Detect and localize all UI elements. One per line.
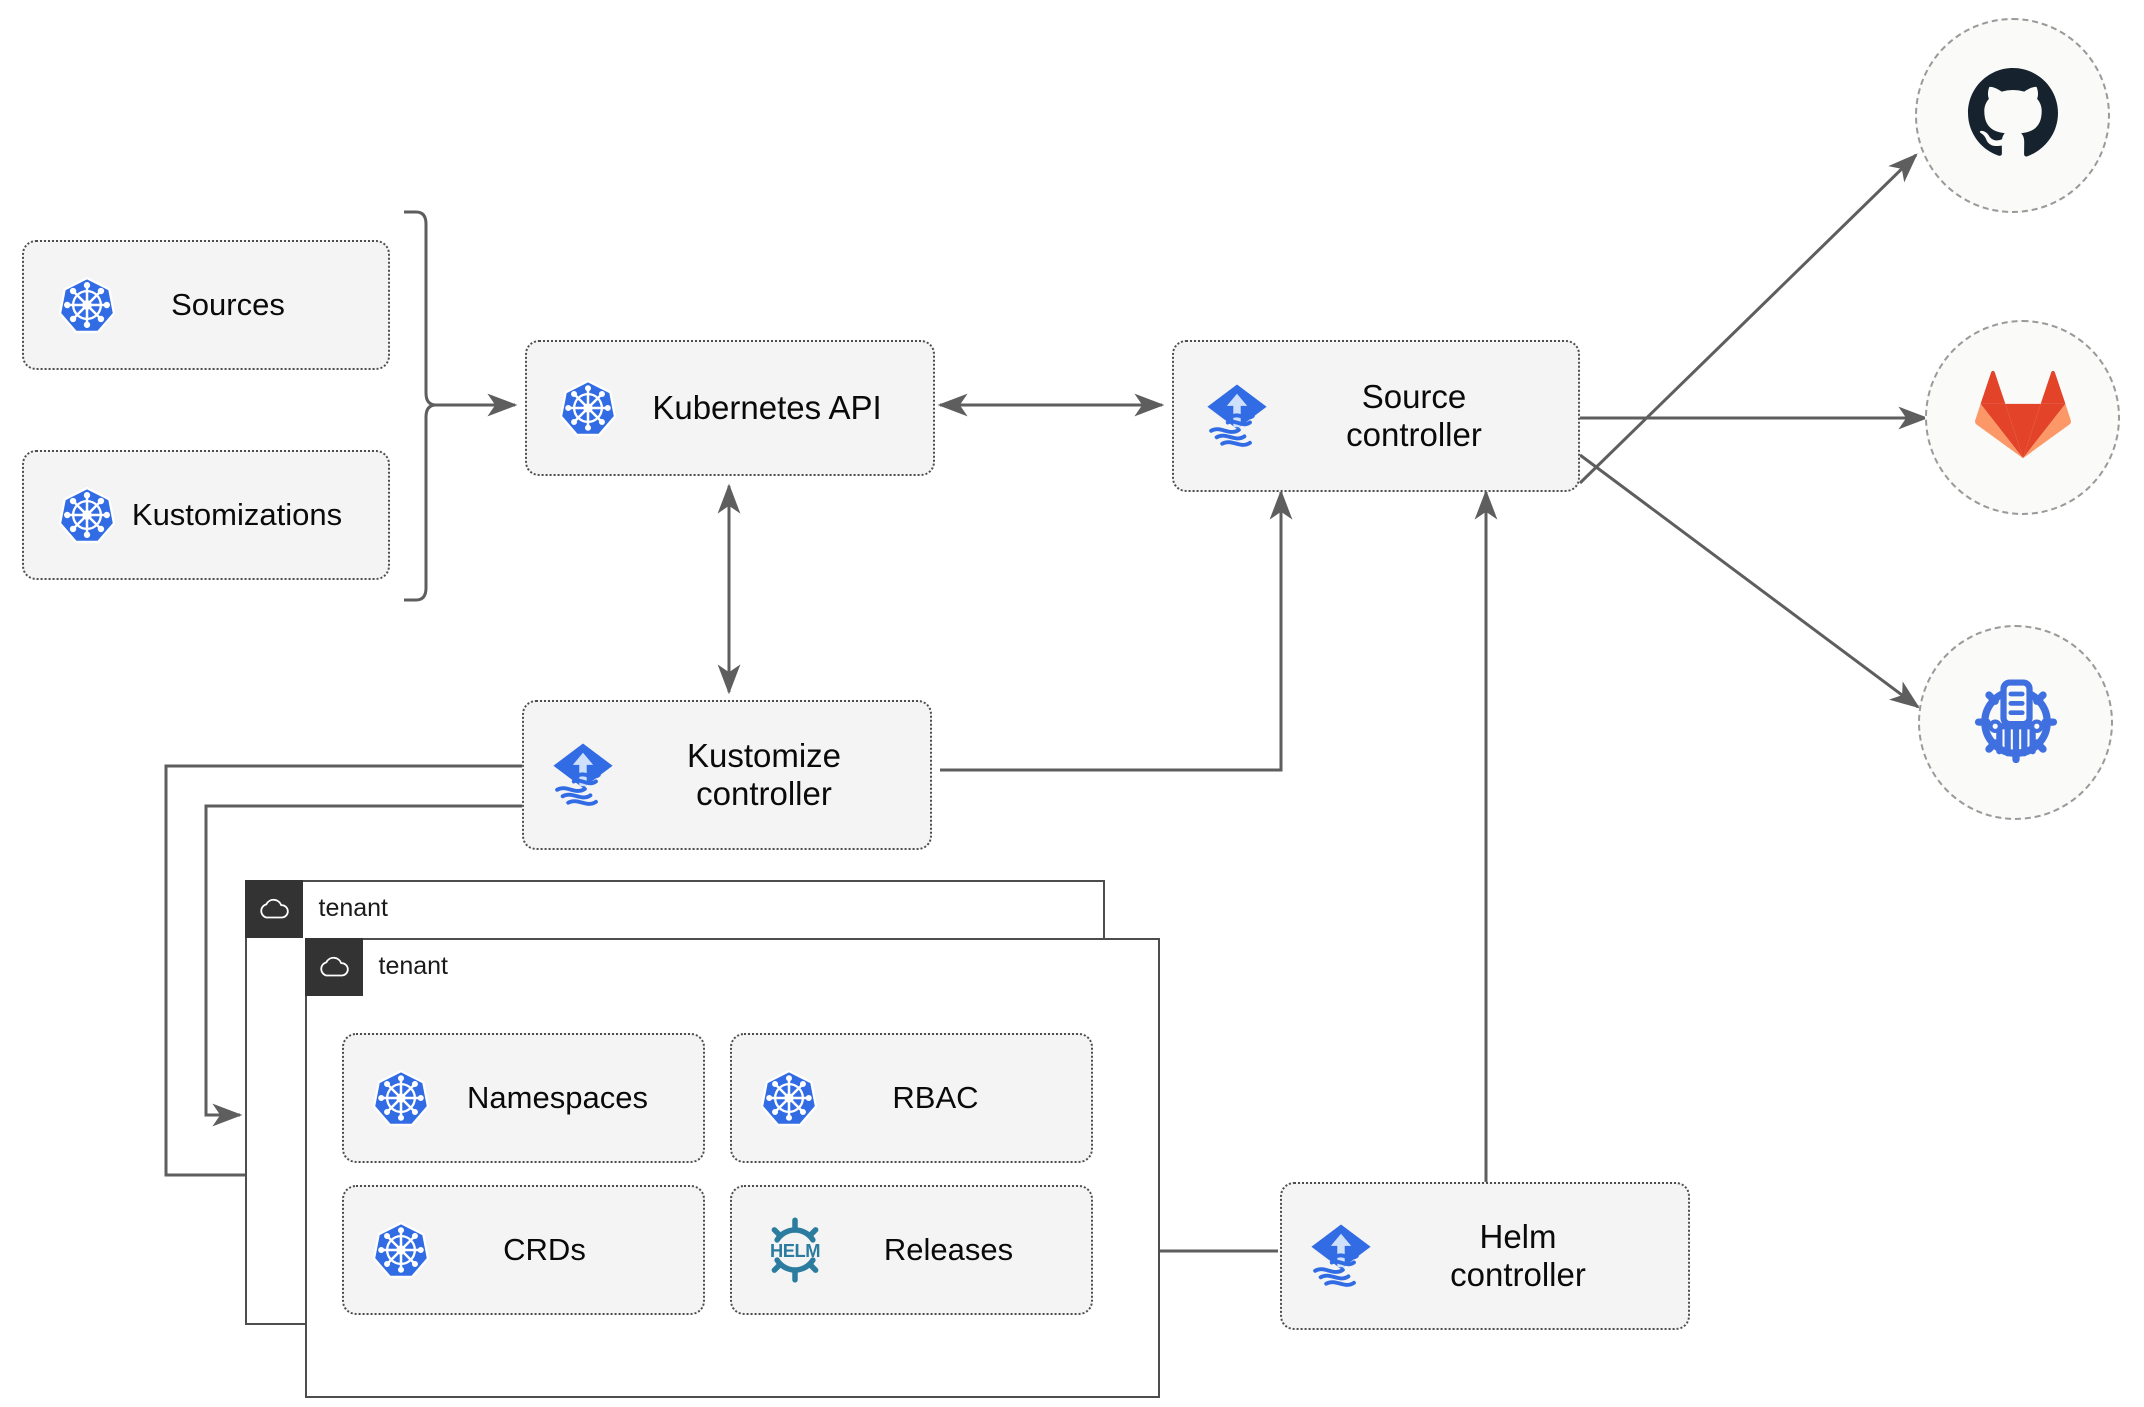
kubernetes-icon bbox=[758, 1067, 820, 1129]
cloud-icon bbox=[304, 937, 363, 996]
card-namespaces-label: Namespaces bbox=[467, 1080, 648, 1116]
edge-source-helmrepo bbox=[1579, 453, 1920, 709]
card-releases-label: Releases bbox=[883, 1232, 1014, 1268]
provider-github[interactable] bbox=[1915, 18, 2110, 213]
tenant-header: tenant bbox=[244, 879, 389, 938]
card-namespaces[interactable]: Namespaces bbox=[342, 1033, 705, 1163]
card-rbac[interactable]: RBAC bbox=[730, 1033, 1093, 1163]
node-source-controller-label: Source controller bbox=[1346, 377, 1482, 453]
node-kubernetes-api-label: Kubernetes API bbox=[652, 388, 882, 426]
svg-text:HELM: HELM bbox=[770, 1240, 820, 1261]
tenant-label: tenant bbox=[378, 952, 449, 980]
kubernetes-icon bbox=[557, 377, 619, 439]
card-kustomizations[interactable]: Kustomizations bbox=[22, 450, 390, 580]
group-bracket bbox=[404, 210, 437, 602]
card-sources-label: Sources bbox=[171, 287, 285, 323]
card-kustomizations-label: Kustomizations bbox=[131, 497, 343, 533]
node-source-controller[interactable]: Source controller bbox=[1172, 340, 1580, 492]
helm-icon: HELM bbox=[762, 1217, 828, 1283]
flux-icon bbox=[1200, 379, 1274, 453]
kubernetes-icon bbox=[56, 274, 118, 336]
card-releases[interactable]: HELM Releases bbox=[730, 1185, 1093, 1315]
node-helm-controller[interactable]: Helm controller bbox=[1280, 1182, 1690, 1330]
card-crds[interactable]: CRDs bbox=[342, 1185, 705, 1315]
tenant-label: tenant bbox=[318, 894, 389, 922]
kubernetes-icon bbox=[370, 1219, 432, 1281]
provider-helm-repository[interactable] bbox=[1918, 625, 2113, 820]
flux-icon bbox=[546, 738, 620, 812]
card-crds-label: CRDs bbox=[503, 1232, 586, 1268]
flux-icon bbox=[1304, 1219, 1378, 1293]
helm-repository-icon bbox=[1964, 668, 2068, 777]
node-kustomize-controller-label: Kustomize controller bbox=[686, 736, 842, 812]
node-helm-controller-label: Helm controller bbox=[1450, 1217, 1586, 1293]
node-kubernetes-api[interactable]: Kubernetes API bbox=[525, 340, 935, 476]
card-sources[interactable]: Sources bbox=[22, 240, 390, 370]
cloud-icon bbox=[244, 879, 303, 938]
tenant-header: tenant bbox=[304, 937, 449, 996]
kubernetes-icon bbox=[56, 484, 118, 546]
tenant-container-front[interactable]: tenant bbox=[304, 937, 1160, 1398]
card-rbac-label: RBAC bbox=[892, 1080, 979, 1116]
github-icon bbox=[1963, 63, 2063, 168]
kubernetes-icon bbox=[370, 1067, 432, 1129]
edge-source-github bbox=[1578, 153, 1918, 485]
gitlab-icon bbox=[1974, 370, 2071, 465]
edge-kustomize-to-source bbox=[940, 489, 1293, 772]
provider-gitlab[interactable] bbox=[1925, 320, 2120, 515]
node-kustomize-controller[interactable]: Kustomize controller bbox=[522, 700, 932, 850]
